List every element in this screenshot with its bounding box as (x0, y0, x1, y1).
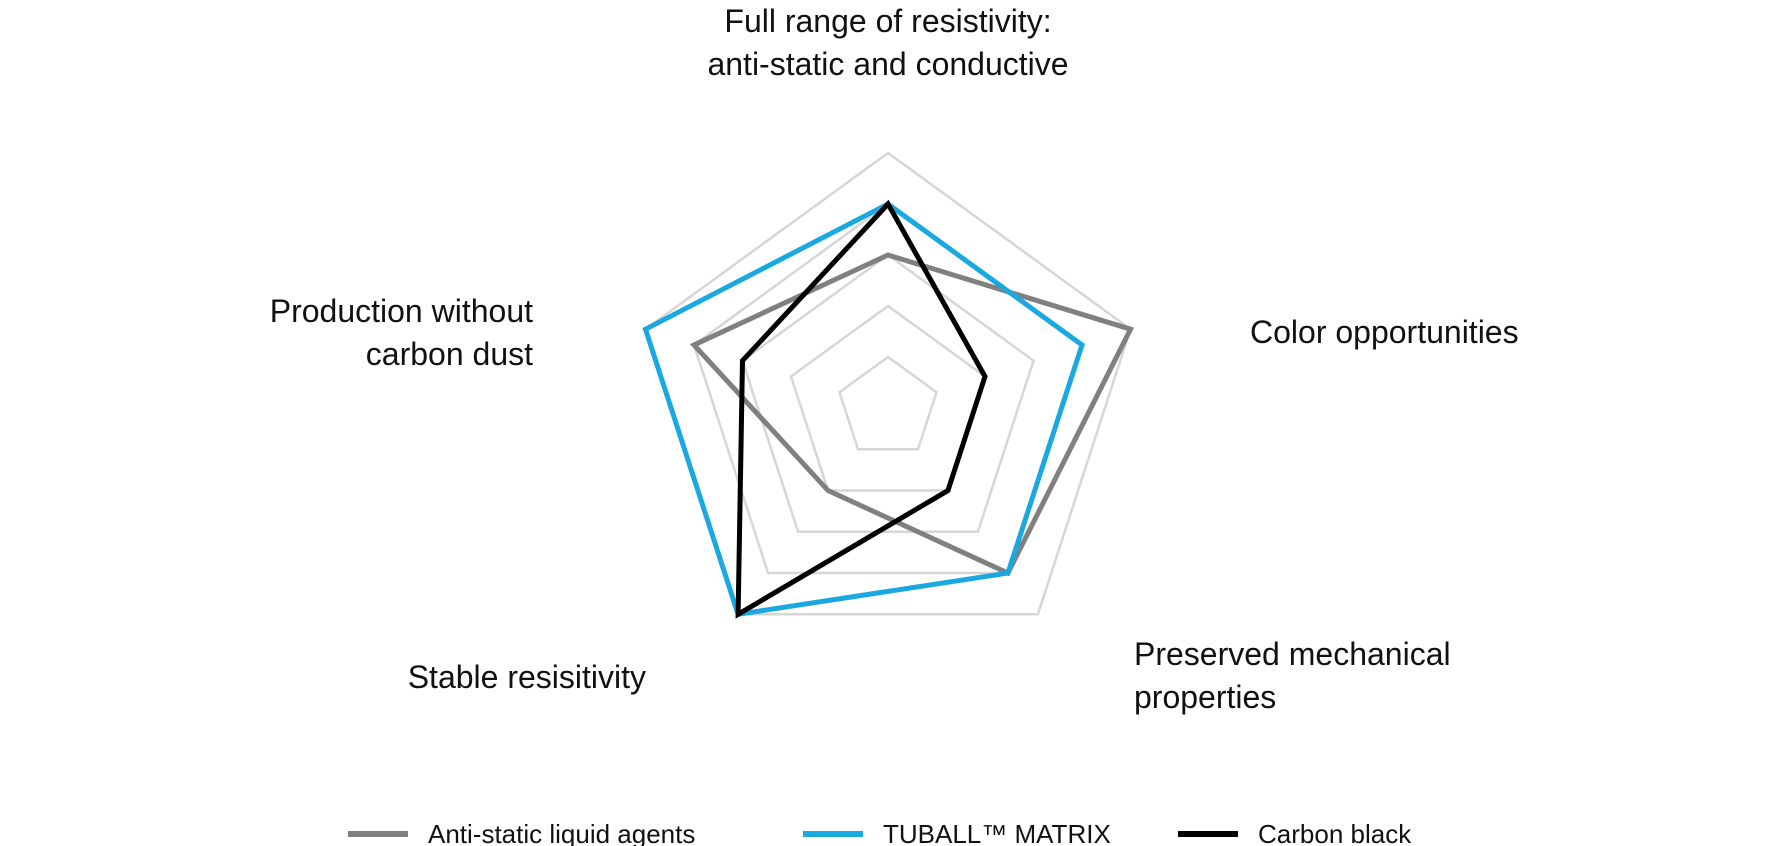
radar-series (642, 199, 1135, 619)
axis-label-5-line-2: carbon dust (366, 336, 533, 372)
grid-ring-2 (789, 304, 987, 492)
legend-label-1: Anti-static liquid agents (428, 819, 695, 846)
axis-label-3: Preserved mechanical properties (1134, 636, 1451, 715)
legend-label-2: TUBALL™ MATRIX (883, 819, 1111, 846)
grid-ring-1 (838, 355, 938, 451)
axis-label-3-line-2: properties (1134, 679, 1276, 715)
axis-label-4: Stable resisitivity (408, 659, 646, 695)
series-line-1 (689, 252, 1135, 577)
grid-ring-5 (644, 151, 1132, 616)
legend: Anti-static liquid agents TUBALL™ MATRIX C… (348, 819, 1412, 846)
axis-label-5: Production without carbon dust (270, 293, 533, 372)
axis-label-4-line-1: Stable resisitivity (408, 659, 646, 695)
series-line-3 (735, 199, 988, 619)
axis-label-1-line-1: Full range of resistivity: (724, 3, 1051, 39)
axis-label-2: Color opportunities (1250, 314, 1519, 350)
legend-label-3: Carbon black (1258, 819, 1412, 846)
axis-label-1-line-2: anti-static and conductive (707, 46, 1068, 82)
grid-ring-3 (741, 253, 1035, 534)
axis-label-3-line-1: Preserved mechanical (1134, 636, 1451, 672)
axis-label-2-line-1: Color opportunities (1250, 314, 1519, 350)
series-line-2 (642, 201, 1085, 618)
axis-labels: Full range of resistivity: anti-static an… (270, 3, 1519, 715)
axis-label-1: Full range of resistivity: anti-static an… (707, 3, 1068, 82)
axis-label-5-line-1: Production without (270, 293, 533, 329)
